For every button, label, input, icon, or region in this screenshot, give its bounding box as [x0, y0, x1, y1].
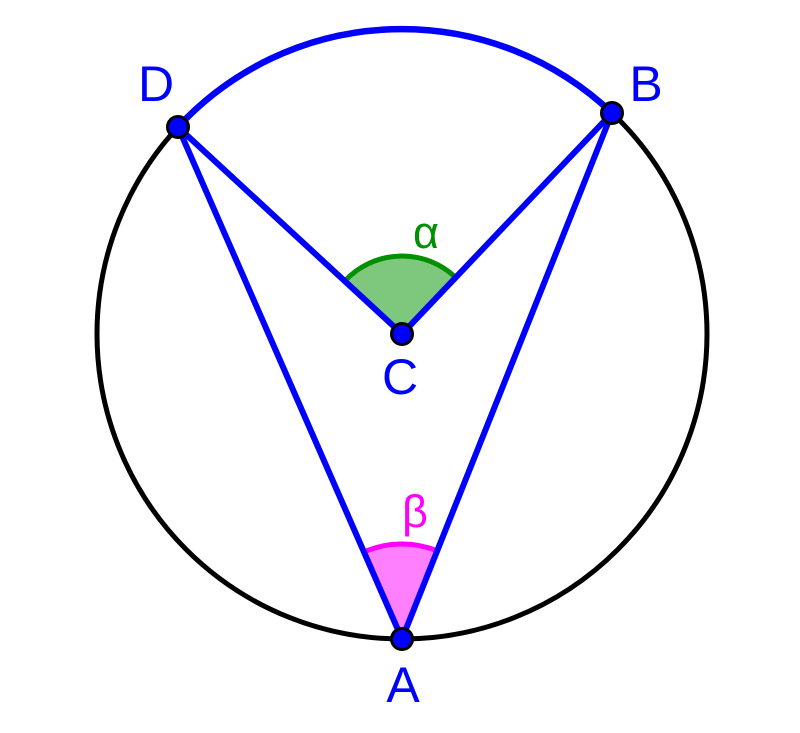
label-alpha: α [413, 207, 439, 258]
segment-DA[interactable] [175, 125, 405, 641]
label-A: A [386, 657, 420, 713]
point-A[interactable] [390, 627, 414, 651]
angle-beta-arc [361, 541, 440, 555]
angle-alpha-sector [344, 256, 456, 334]
label-B: B [629, 56, 662, 112]
label-D: D [138, 56, 174, 112]
arc-DB-highlight [174, 25, 616, 131]
point-C[interactable] [390, 322, 414, 346]
label-beta: β [402, 486, 428, 537]
segment-DC[interactable] [175, 124, 405, 337]
angle-beta-sector [363, 544, 438, 639]
segment-CB[interactable] [399, 110, 615, 337]
label-C: C [382, 349, 418, 405]
angle-alpha-arc [342, 253, 459, 284]
point-D[interactable] [166, 115, 190, 139]
segment-AB[interactable] [399, 111, 615, 641]
point-B[interactable] [600, 101, 624, 125]
